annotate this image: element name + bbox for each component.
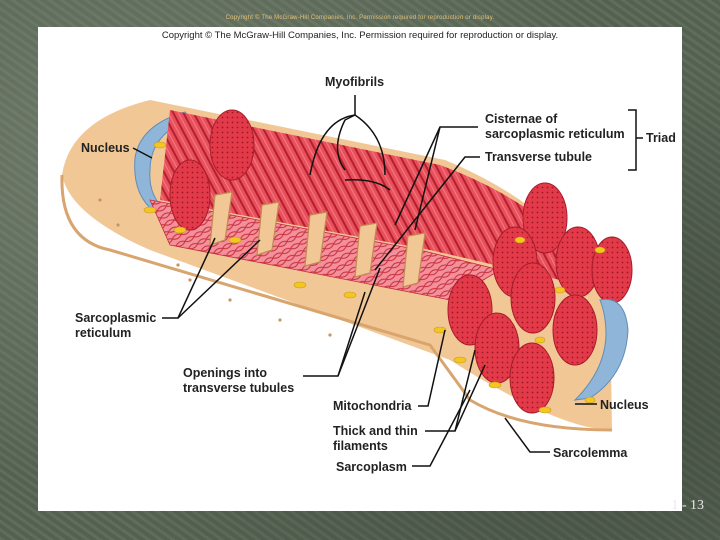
mitochondria-shapes: [143, 141, 606, 414]
leader-lines: [132, 95, 643, 467]
label-nucleus-left: Nucleus: [81, 141, 130, 155]
top-copyright: Copyright © The McGraw-Hill Companies, I…: [225, 15, 495, 21]
label-sarcoplasm: Sarcoplasm: [336, 460, 407, 474]
label-sarcoplasmic-line1: Sarcoplasmic: [75, 311, 156, 325]
slide-number: 1 - 13: [671, 498, 704, 513]
label-openings-line1: Openings into: [183, 366, 267, 380]
nucleus-left-shape: [134, 111, 191, 213]
left-myofibril-ends: [169, 109, 255, 231]
myofibril-bundle: [160, 110, 565, 280]
sarcoplasm-dots: [98, 198, 332, 337]
label-openings-line2: transverse tubules: [183, 381, 294, 395]
label-transverse-tubule: Transverse tubule: [485, 150, 592, 164]
label-mitochondria: Mitochondria: [333, 399, 413, 413]
label-myofibrils: Myofibrils: [325, 75, 384, 89]
right-myofibril-ends: [447, 182, 633, 414]
label-thick-thin-line2: filaments: [333, 439, 388, 453]
label-sarcolemma: Sarcolemma: [553, 446, 628, 460]
label-triad: Triad: [646, 131, 676, 145]
panel-copyright: Copyright © The McGraw-Hill Companies, I…: [161, 30, 559, 41]
label-thick-thin-line1: Thick and thin: [333, 424, 418, 438]
sarcolemma-edge: [60, 174, 613, 432]
transverse-tubules: [209, 191, 426, 288]
label-cisternae-line1: Cisternae of: [485, 112, 558, 126]
label-nucleus-right: Nucleus: [600, 398, 649, 412]
label-sarcoplasmic-line2: reticulum: [75, 326, 131, 340]
label-cisternae-line2: sarcoplasmic reticulum: [485, 127, 625, 141]
